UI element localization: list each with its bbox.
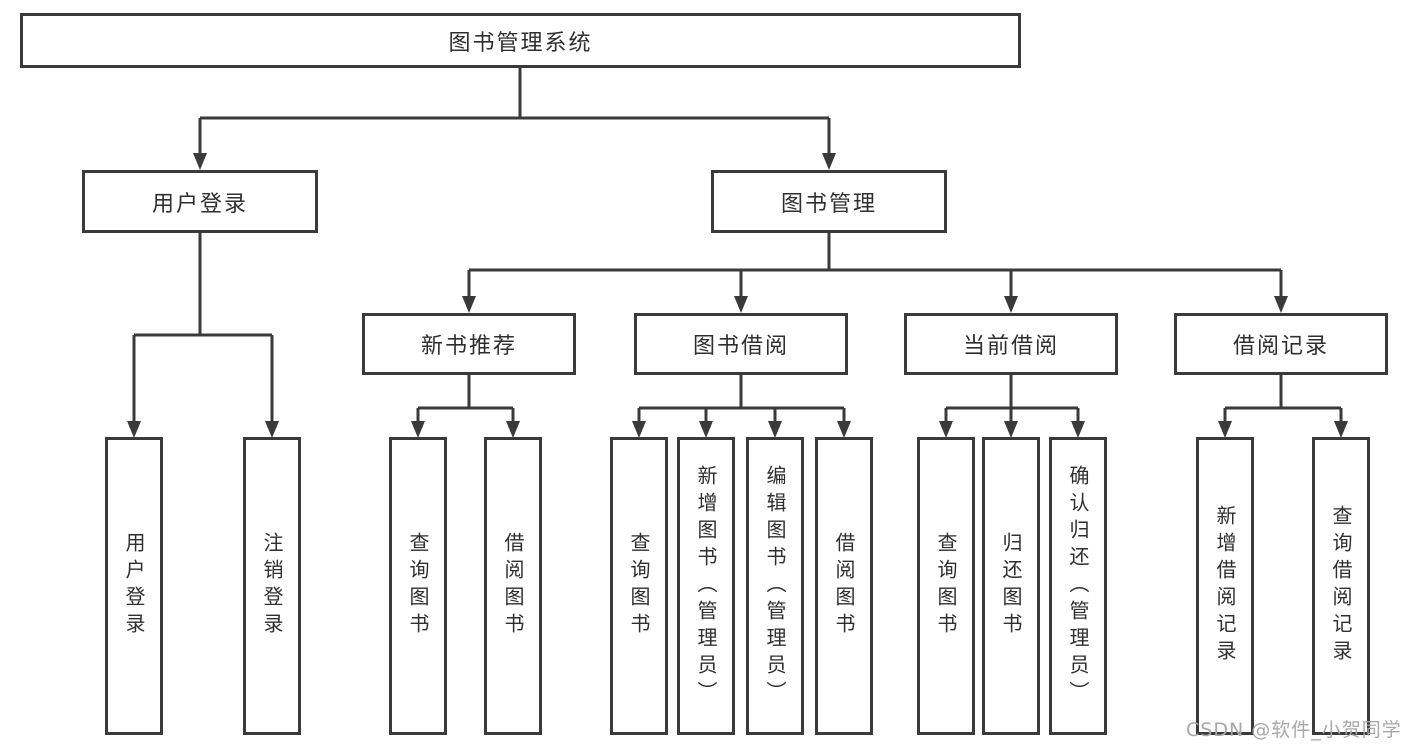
leaf-add-borrow-record: 新增借阅记录 [1196, 437, 1254, 735]
node-user-login: 用户登录 [82, 170, 318, 233]
leaf-query-borrow-record: 查询借阅记录 [1312, 437, 1370, 735]
node-borrow-records: 借阅记录 [1174, 313, 1388, 375]
node-root-label: 图书管理系统 [448, 30, 593, 56]
leaf-add-book-admin-label: 新增图书（管理员） [694, 464, 718, 708]
leaf-borrow-books: 借阅图书 [815, 437, 873, 735]
leaf-user-login-label: 用户登录 [122, 532, 146, 640]
leaf-confirm-return-admin: 确认归还（管理员） [1049, 437, 1107, 735]
leaf-borrow-books-recommend: 借阅图书 [484, 437, 542, 735]
leaf-logout-label: 注销登录 [260, 532, 284, 640]
leaf-query-books-borrow-label: 查询图书 [627, 532, 651, 640]
leaf-confirm-return-admin-label: 确认归还（管理员） [1066, 464, 1090, 708]
leaf-add-borrow-record-label: 新增借阅记录 [1213, 505, 1237, 667]
leaf-user-login: 用户登录 [105, 437, 163, 735]
leaf-edit-book-admin-label: 编辑图书（管理员） [763, 464, 787, 708]
node-book-management-label: 图书管理 [780, 191, 877, 217]
leaf-borrow-books-recommend-label: 借阅图书 [501, 532, 525, 640]
node-book-management: 图书管理 [711, 170, 947, 233]
leaf-borrow-books-label: 借阅图书 [832, 532, 856, 640]
node-current-borrow: 当前借阅 [904, 313, 1118, 375]
leaf-query-borrow-record-label: 查询借阅记录 [1329, 505, 1353, 667]
leaf-query-books-borrow: 查询图书 [610, 437, 668, 735]
node-current-borrow-label: 当前借阅 [962, 334, 1059, 359]
leaf-query-books-recommend-label: 查询图书 [406, 532, 430, 640]
leaf-query-books-current: 查询图书 [917, 437, 975, 735]
leaf-add-book-admin: 新增图书（管理员） [677, 437, 735, 735]
leaf-return-book-label: 归还图书 [999, 532, 1023, 640]
leaf-query-books-recommend: 查询图书 [389, 437, 447, 735]
leaf-query-books-current-label: 查询图书 [934, 532, 958, 640]
node-new-book-recommend-label: 新书推荐 [420, 334, 517, 359]
leaf-logout: 注销登录 [243, 437, 301, 735]
csdn-watermark: CSDN @软件_小贺同学 [1186, 719, 1402, 741]
node-user-login-label: 用户登录 [151, 191, 248, 217]
leaf-edit-book-admin: 编辑图书（管理员） [746, 437, 804, 735]
node-new-book-recommend: 新书推荐 [362, 313, 576, 375]
node-borrow-records-label: 借阅记录 [1232, 334, 1329, 359]
leaf-return-book: 归还图书 [982, 437, 1040, 735]
node-book-borrow-label: 图书借阅 [692, 334, 789, 359]
node-book-borrow: 图书借阅 [634, 313, 848, 375]
arrowheads [127, 153, 1348, 438]
node-root: 图书管理系统 [20, 13, 1021, 68]
